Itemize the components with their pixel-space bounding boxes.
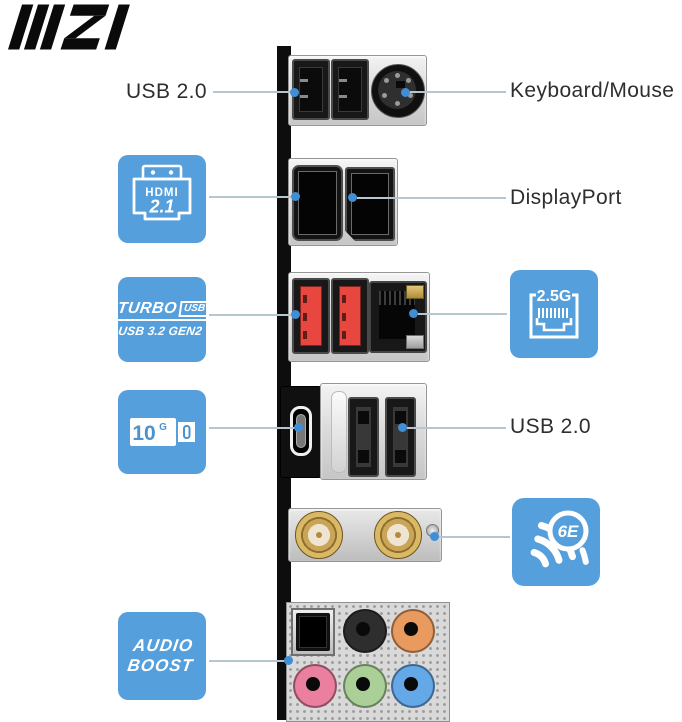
audio-jack-panel — [286, 602, 450, 722]
usb2-vertical-port-cluster — [320, 383, 427, 480]
hdmi-2-1-badge: HDMI 2.1 — [118, 155, 206, 243]
callout-line — [209, 196, 295, 198]
svg-text:HDMI: HDMI — [145, 187, 178, 199]
callout-dot — [409, 309, 418, 318]
10g-connector-icon: 10 G — [130, 418, 195, 446]
hdmi-port — [292, 165, 343, 241]
callout-dot — [291, 192, 300, 201]
svg-text:2.5G: 2.5G — [537, 288, 572, 305]
optical-spdif-port — [291, 608, 335, 656]
usb2-port — [292, 59, 330, 120]
2-5g-lan-badge: 2.5G — [510, 270, 598, 358]
audio-jack-black — [343, 609, 387, 653]
usb2-right-label: USB 2.0 — [510, 415, 592, 438]
audio-jack-orange — [391, 609, 435, 653]
audio-boost-line1: AUDIO — [132, 636, 195, 655]
10g-usb-badge: 10 G — [118, 390, 206, 474]
usb32-gen2-port — [331, 278, 369, 354]
rj45-icon: 2.5G — [529, 288, 579, 339]
callout-line — [418, 313, 507, 315]
wifi-signal-icon: 6E — [530, 510, 589, 568]
usb2-port — [385, 397, 416, 477]
callout-line — [357, 197, 506, 199]
callout-line — [209, 314, 295, 316]
audio-jack-blue — [391, 664, 435, 708]
audio-jack-green — [343, 664, 387, 708]
displayport-port — [345, 167, 395, 241]
wifi-antenna-connector — [295, 511, 343, 559]
usb2-port — [331, 59, 369, 120]
callout-line — [209, 427, 298, 429]
wifi-6e-badge: 6E — [512, 498, 600, 586]
callout-dot — [290, 88, 299, 97]
callout-line — [407, 427, 506, 429]
usb2-left-label: USB 2.0 — [125, 80, 207, 103]
video-port-cluster — [288, 158, 398, 246]
lan-port — [369, 281, 427, 353]
hdmi-plug-icon: HDMI 2.1 — [132, 164, 192, 221]
usb2-port — [348, 397, 379, 477]
usb32-lan-port-cluster — [288, 272, 430, 362]
usbc-port-module — [280, 386, 322, 478]
msi-logo — [8, 4, 130, 50]
turbo-spec: USB 3.2 GEN2 — [118, 323, 204, 338]
wifi-antenna-bracket — [288, 508, 442, 562]
audio-boost-line2: BOOST — [126, 656, 195, 675]
svg-text:G: G — [159, 422, 167, 433]
callout-dot — [291, 310, 300, 319]
svg-text:6E: 6E — [558, 522, 579, 541]
callout-line — [213, 91, 293, 93]
svg-text:2.1: 2.1 — [148, 197, 174, 217]
keyboard-mouse-label: Keyboard/Mouse — [510, 79, 675, 102]
usb2-ps2-port-cluster — [288, 55, 427, 126]
callout-dot — [401, 88, 410, 97]
callout-dot — [348, 193, 357, 202]
callout-line — [407, 91, 506, 93]
turbo-word: TURBO — [118, 299, 179, 317]
wifi-antenna-connector — [374, 511, 422, 559]
callout-line — [209, 660, 288, 662]
turbo-usb-badge: TURBO USB USB 3.2 GEN2 — [118, 277, 206, 362]
displayport-label: DisplayPort — [510, 186, 622, 209]
audio-jack-pink — [293, 664, 337, 708]
callout-dot — [430, 532, 439, 541]
callout-dot — [284, 656, 293, 665]
callout-line — [439, 536, 510, 538]
callout-dot — [294, 423, 303, 432]
audio-boost-badge: AUDIO BOOST — [118, 612, 206, 700]
callout-dot — [398, 423, 407, 432]
io-shield-edge — [277, 46, 291, 720]
svg-text:10: 10 — [132, 422, 155, 445]
turbo-usb-chip: USB — [179, 300, 206, 317]
